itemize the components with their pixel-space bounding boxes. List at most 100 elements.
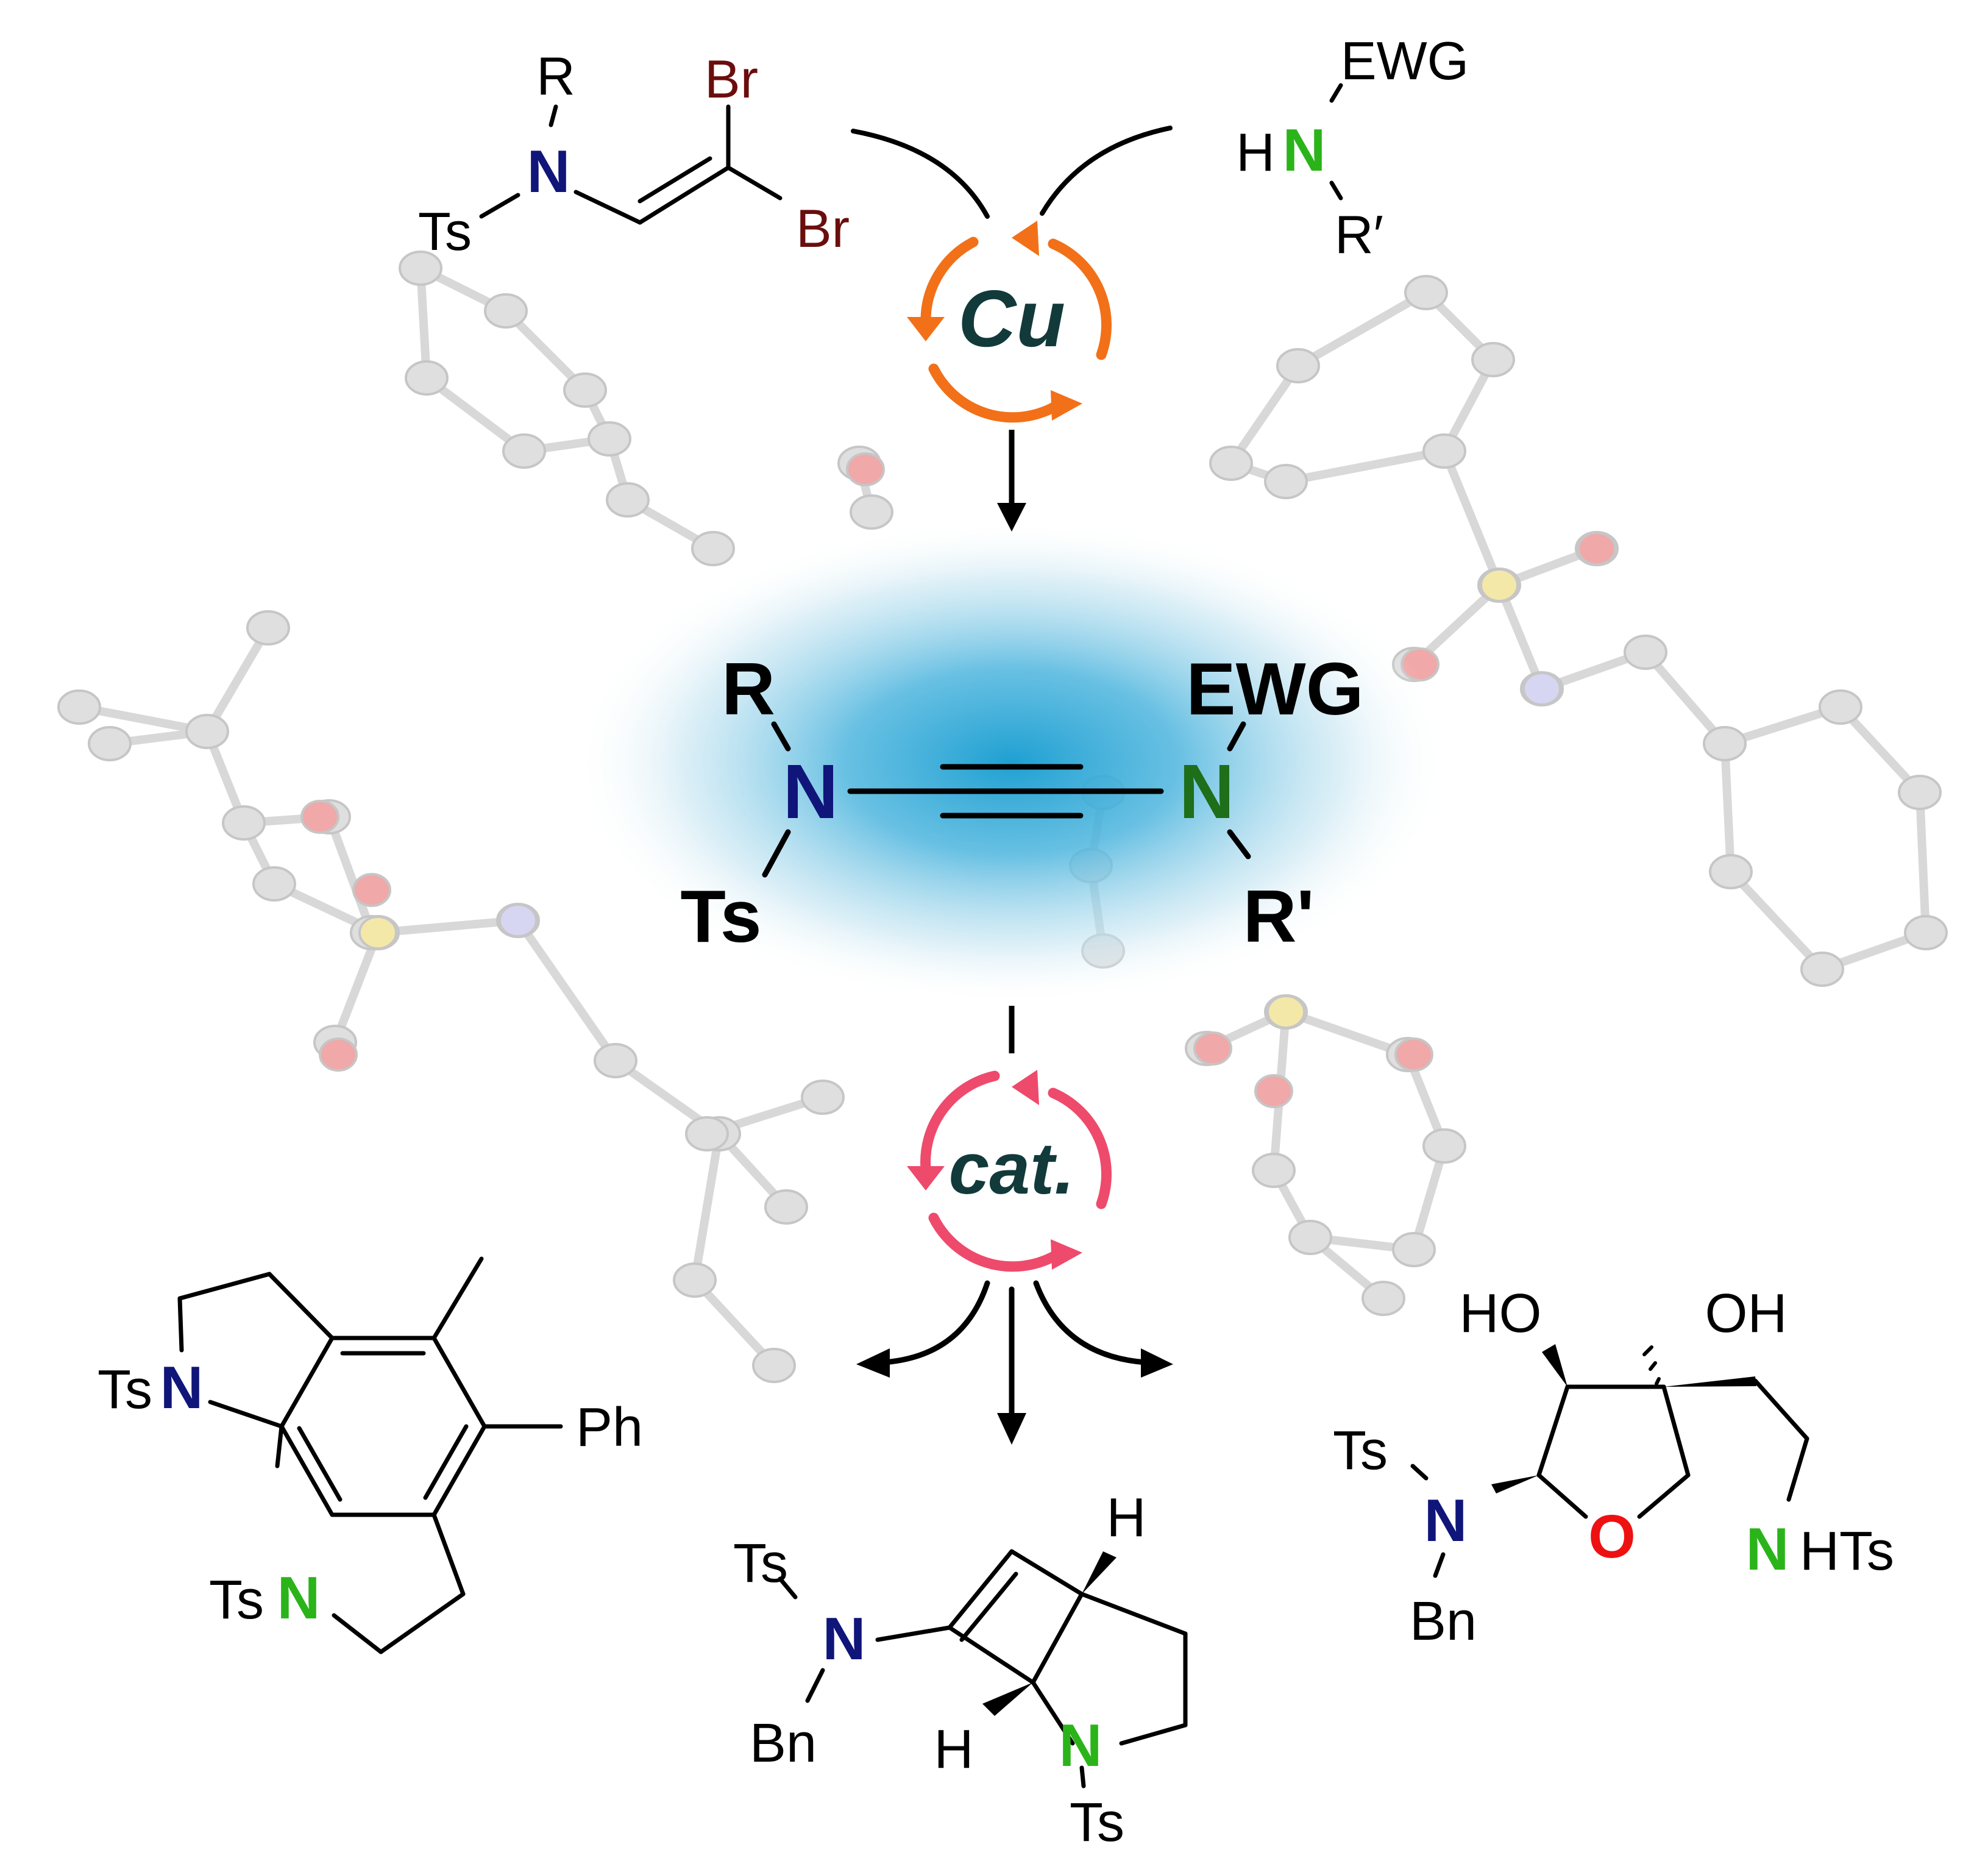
product-arrowheads <box>856 1348 1173 1445</box>
crystal-atom <box>222 805 266 841</box>
crystal-atom <box>691 531 735 566</box>
indoline-ph-label: Ph <box>576 1397 643 1458</box>
crystal-atom <box>685 1116 729 1151</box>
crystal-atom <box>1254 1074 1293 1108</box>
crystal-atom <box>606 482 650 518</box>
catalyst-label: cat. <box>949 1128 1075 1209</box>
crystal-atom <box>1522 672 1561 706</box>
feed-curve-left <box>851 129 990 219</box>
crystal-atom <box>352 873 391 907</box>
crystal-atom <box>57 689 101 725</box>
crystal-atom <box>502 433 546 469</box>
crystal-atom <box>588 421 631 457</box>
bicycle-wedge-bottom <box>982 1682 1033 1716</box>
crystal-atom <box>1252 1153 1296 1188</box>
crystal-atom <box>1898 775 1942 810</box>
crystal-atom <box>1288 1220 1332 1255</box>
bicycle-ts-left-label: Ts <box>733 1533 788 1594</box>
crystal-atom <box>1394 1037 1433 1072</box>
furanose-wedge-ho <box>1542 1344 1567 1387</box>
bicycle-n-ring-label: N <box>1059 1712 1102 1779</box>
indoline-n-top-label: N <box>160 1354 204 1421</box>
furanose-ring-oxygen-label: O <box>1588 1503 1636 1571</box>
crystal-atom <box>358 916 397 950</box>
crystal-atom <box>399 251 442 286</box>
crystal-atom <box>1193 1031 1232 1066</box>
crystal-atom <box>1709 854 1753 889</box>
indoline-ts-top-label: Ts <box>98 1359 152 1420</box>
crystal-atom <box>563 372 607 408</box>
bicycle-ts-ring-label: Ts <box>1070 1792 1124 1853</box>
indoline-n-bottom-label: N <box>277 1564 321 1631</box>
bicycle-wedge-top <box>1082 1551 1116 1594</box>
crystal-bond <box>1495 581 1930 973</box>
crystal-atom <box>850 494 893 530</box>
dibromoenamide-r-label: R <box>536 46 575 106</box>
crystal-atom <box>319 1037 358 1072</box>
crystal-bond <box>416 264 614 455</box>
furanose-hash-bond-oh <box>1642 1345 1661 1386</box>
furanose-oh-label: OH <box>1705 1283 1787 1344</box>
ynamide-ewg-label: EWG <box>1186 647 1363 730</box>
reactant-dibromoenamide <box>479 104 783 225</box>
crystal-atom <box>673 1262 717 1298</box>
crystal-atom <box>88 726 132 761</box>
product-arrows <box>881 1280 1149 1420</box>
crystal-atom <box>1276 348 1320 383</box>
crystal-atom <box>1392 1232 1436 1267</box>
copper-catalyst-label: Cu <box>958 274 1065 363</box>
crystal-atom <box>1904 915 1948 950</box>
bicycle-n-left-label: N <box>823 1605 866 1672</box>
crystal-atom <box>1800 952 1844 987</box>
bromine-bottom-label: Br <box>796 198 850 258</box>
catalyst-cycle-arrows <box>920 1070 1112 1272</box>
bicycle-h-bottom-label: H <box>934 1719 974 1780</box>
crystal-atom <box>594 1043 637 1078</box>
arrow-to-ynamide-head <box>997 503 1026 532</box>
crystal-structure-background <box>57 251 1948 1383</box>
crystal-atom <box>752 1348 796 1383</box>
crystal-atom <box>1422 433 1466 469</box>
crystal-bond <box>690 1130 778 1370</box>
crystal-atom <box>1422 1128 1466 1164</box>
crystal-atom <box>1624 635 1667 670</box>
crystal-atom <box>1266 995 1305 1029</box>
crystal-atom <box>246 610 290 646</box>
reactant-amine <box>1329 83 1343 201</box>
crystal-atom <box>1577 532 1616 566</box>
catalyst-cycle-arrowheads <box>907 1070 1082 1270</box>
crystal-atom <box>1209 446 1253 481</box>
crystal-atom <box>1703 726 1747 761</box>
crystal-bond <box>514 916 790 1211</box>
bicycle-bn-label: Bn <box>750 1713 817 1774</box>
furanose-n-label: N <box>1424 1487 1468 1554</box>
crystal-atom <box>1361 1281 1405 1316</box>
ynamide-ts-label: Ts <box>680 875 761 958</box>
crystal-atom <box>1480 568 1519 602</box>
crystal-atom <box>499 903 538 938</box>
product-indoline-bonds <box>177 1256 563 1654</box>
copper-cycle-arrowheads <box>907 221 1082 421</box>
furanose-wedge-n <box>1491 1475 1539 1493</box>
ynamide-left-n-label: N <box>783 749 839 835</box>
dibromoenamide-ts-label: Ts <box>418 201 472 262</box>
crystal-atom <box>764 1189 808 1225</box>
crystal-bond <box>1440 447 1601 589</box>
ynamide-r-prime-label: R' <box>1243 875 1314 958</box>
ynamide-r-label: R <box>722 647 775 730</box>
bicycle-h-top-label: H <box>1107 1487 1146 1548</box>
product-furanose-bonds <box>1410 1378 1809 1578</box>
furanose-ho-label: HO <box>1460 1283 1542 1344</box>
ynamide-bonds <box>762 721 1251 878</box>
feed-curve-right <box>1040 126 1173 216</box>
crystal-atom <box>300 800 339 834</box>
crystal-atom <box>484 293 528 329</box>
crystal-atom <box>1819 689 1862 725</box>
ynamide-right-n-label: N <box>1179 749 1235 835</box>
amine-h-label: H <box>1236 122 1275 182</box>
crystal-atom <box>1264 464 1308 499</box>
furanose-wedge-chain <box>1664 1376 1756 1387</box>
crystal-bond <box>331 928 382 1047</box>
